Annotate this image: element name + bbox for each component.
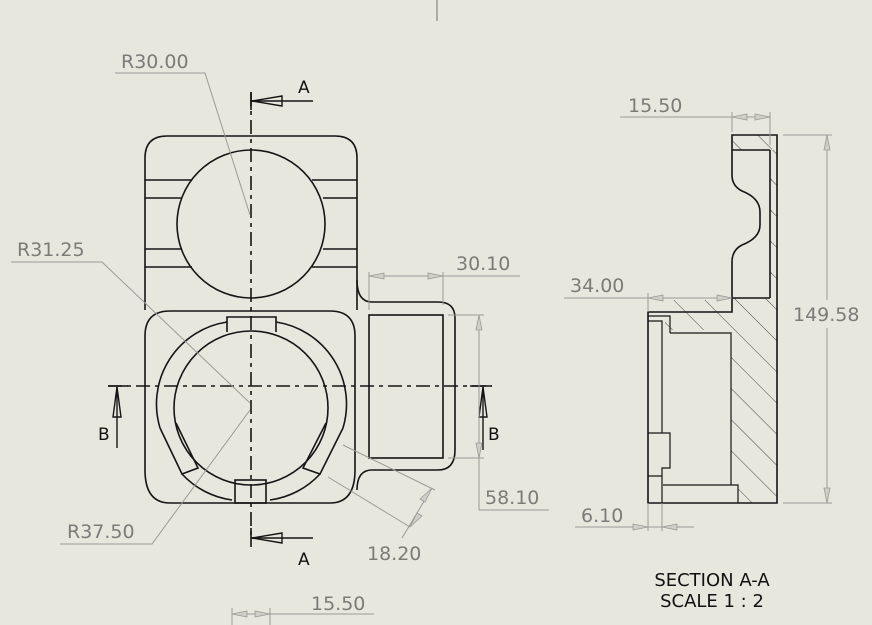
dimension-34-00: 34.00 [564, 275, 733, 312]
svg-text:34.00: 34.00 [570, 275, 624, 297]
dimension-58-10: 58.10 [448, 314, 549, 511]
dimension-r30: R30.00 [115, 51, 251, 216]
section-pocket [663, 332, 739, 503]
section-view: 15.50 34.00 149.58 6.10 SECTION [564, 95, 859, 612]
dimension-r31-25: R31.25 [11, 239, 251, 404]
outer-ring-arc-bottom [181, 473, 321, 501]
dimension-149-58: 149.58 [783, 134, 859, 504]
svg-text:30.10: 30.10 [456, 253, 510, 275]
section-arrow-a-top: A [250, 78, 313, 110]
section-caption-title: SECTION A-A [654, 570, 770, 591]
section-arrow-b-left: B [98, 385, 128, 448]
svg-text:R31.25: R31.25 [17, 239, 85, 261]
dimension-30-10: 30.10 [368, 253, 520, 310]
lower-block-outline [144, 310, 356, 504]
section-outline [647, 134, 778, 504]
section-label-b-left: B [98, 425, 110, 445]
svg-text:149.58: 149.58 [793, 304, 859, 326]
front-view: A A B B R30.00 R31.25 [11, 51, 549, 625]
right-side-tab [301, 422, 344, 475]
svg-text:15.50: 15.50 [311, 593, 365, 615]
section-arrow-a-bottom: A [250, 528, 313, 570]
svg-text:R37.50: R37.50 [67, 521, 135, 543]
svg-text:R30.00: R30.00 [121, 51, 189, 73]
svg-text:58.10: 58.10 [485, 487, 539, 509]
right-boss-outline [356, 279, 456, 491]
upper-block-outline [144, 135, 358, 310]
outer-ring-arc [155, 321, 348, 429]
section-label-a-bottom: A [298, 550, 310, 570]
section-lip-detail [648, 315, 671, 503]
dimension-18-20: 18.20 [327, 444, 436, 565]
svg-text:18.20: 18.20 [367, 543, 421, 565]
section-arrow-b-right: B [470, 385, 500, 450]
section-label-b-right: B [488, 425, 500, 445]
dimension-15-50-top: 15.50 [620, 95, 771, 145]
dimension-r37-50: R37.50 [60, 409, 251, 545]
svg-text:15.50: 15.50 [628, 95, 682, 117]
left-side-tab [159, 422, 200, 476]
dimension-6-10: 6.10 [575, 503, 694, 531]
section-label-a-top: A [298, 78, 310, 98]
dimension-15-50-bottom: 15.50 [231, 593, 374, 625]
section-caption-scale: SCALE 1 : 2 [660, 591, 764, 612]
svg-text:6.10: 6.10 [581, 505, 623, 527]
